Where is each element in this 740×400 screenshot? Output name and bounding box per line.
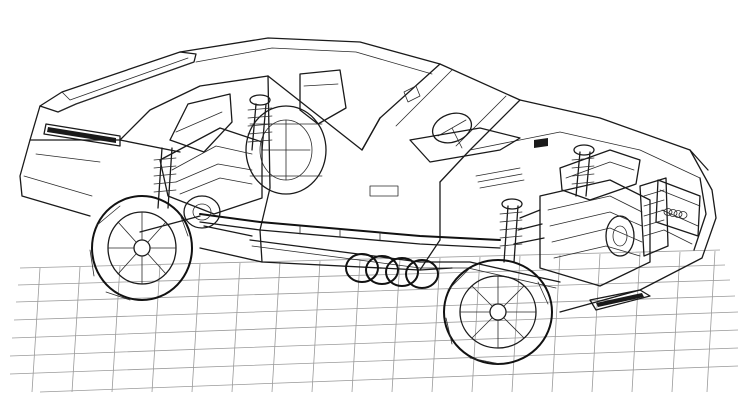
fuel-tank xyxy=(159,127,263,215)
front-wheel xyxy=(443,259,553,365)
interior xyxy=(169,69,521,163)
engine-assembly xyxy=(499,144,669,287)
grille-badge xyxy=(663,208,688,219)
rear-wheel xyxy=(89,195,193,301)
drivetrain xyxy=(139,195,561,289)
brick-paving xyxy=(9,249,739,393)
rear-spoiler xyxy=(39,51,197,113)
rings-emblem xyxy=(345,253,439,289)
car-body xyxy=(19,37,717,313)
spare-wheel xyxy=(245,105,327,195)
rear-struts xyxy=(153,94,273,209)
